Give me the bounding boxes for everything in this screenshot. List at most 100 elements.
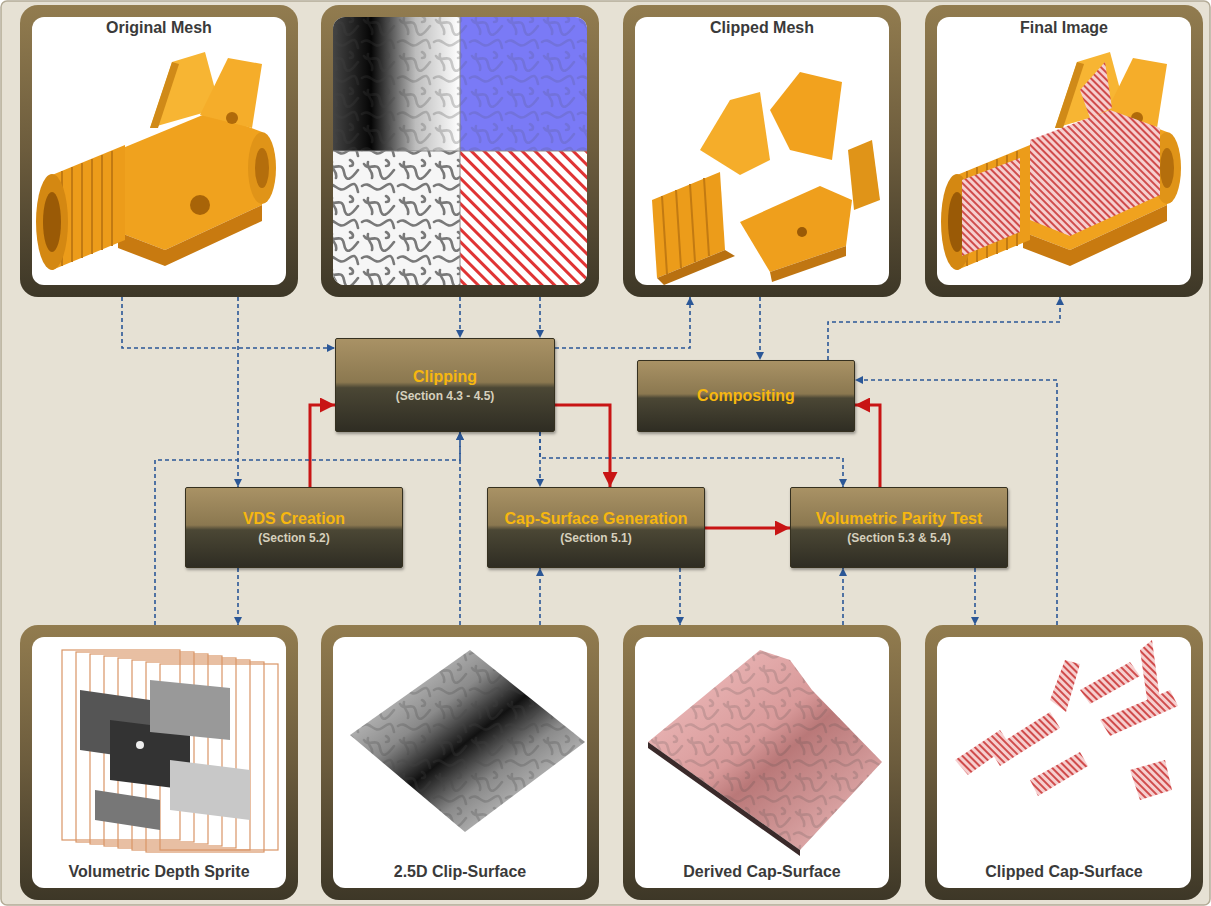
- depth-sprite-illustration: [170, 760, 250, 820]
- final-image-illustration: [941, 52, 1181, 270]
- process-title: Clipping: [413, 368, 477, 386]
- process-title: Cap-Surface Generation: [504, 510, 687, 528]
- section-reference: (Section 4.3 - 4.5): [396, 389, 495, 403]
- section-reference: (Section 5.2): [258, 531, 329, 545]
- mesh-illustration: [255, 148, 269, 188]
- data-flow-arrow: [539, 568, 541, 625]
- texture-maps: [333, 151, 460, 285]
- final-image-illustration: [941, 52, 1181, 270]
- clipped-mesh-illustration: [657, 250, 735, 285]
- data-flow-arrow: [555, 297, 690, 348]
- depth-sprite-illustration: [95, 790, 160, 830]
- panel-frame: [333, 17, 587, 285]
- depth-sprite-illustration: [136, 741, 144, 749]
- clipped-cap-illustration: [1140, 640, 1160, 706]
- process-flow-arrow: [310, 405, 335, 487]
- data-flow-arrow: [759, 297, 761, 360]
- image-panel: Original Mesh: [20, 5, 298, 297]
- texture-maps: [333, 151, 460, 285]
- panel-frame: [321, 5, 599, 297]
- data-flow-arrow: [828, 297, 1060, 360]
- clipped-cap-illustration: [990, 712, 1060, 766]
- mesh-illustration: [226, 112, 238, 124]
- final-image-illustration: [962, 158, 1020, 256]
- section-reference: (Section 5.1): [560, 531, 631, 545]
- panel-frame: [925, 5, 1203, 297]
- panel-title: Original Mesh: [106, 19, 212, 37]
- clipped-cap-illustration: [1080, 662, 1140, 704]
- process-title: Compositing: [697, 387, 795, 405]
- clipped-cap-illustration: [955, 640, 1178, 800]
- process-box: Compositing: [637, 360, 855, 432]
- data-flow-arrow: [237, 568, 239, 625]
- panel-frame: [623, 5, 901, 297]
- clipped-mesh-illustration: [848, 140, 880, 210]
- panel-title: 2.5D Clip-Surface: [394, 863, 526, 881]
- depth-sprite-illustration: [62, 650, 278, 852]
- mesh-illustration: [62, 151, 112, 266]
- process-flow-arrow: [855, 405, 880, 487]
- panel-title: Volumetric Depth Sprite: [68, 863, 249, 881]
- clipped-mesh-illustration: [770, 72, 842, 160]
- final-image-illustration: [1080, 62, 1112, 118]
- data-flow-arrow: [540, 432, 843, 487]
- panel-frame: [20, 5, 298, 297]
- clipped-cap-illustration: [1100, 690, 1178, 736]
- texture-maps: [333, 17, 460, 151]
- data-flow-arrow: [842, 568, 844, 625]
- clipped-mesh-illustration: [700, 92, 770, 175]
- depth-sprite-illustration: [150, 680, 230, 740]
- panel-title: Derived Cap-Surface: [683, 863, 840, 881]
- texture-maps: [333, 17, 587, 285]
- mesh-illustration: [36, 52, 276, 270]
- clip-surface-illustration: [350, 650, 585, 832]
- clip-surface-illustration: [350, 650, 585, 832]
- mesh-illustration: [200, 58, 262, 128]
- cap-surface-illustration: [648, 742, 800, 856]
- texture-maps: [460, 17, 587, 151]
- cap-surface-illustration: [648, 650, 882, 850]
- image-panel: Final Image: [925, 5, 1203, 297]
- data-flow-arrow: [679, 568, 681, 625]
- panel-frame: [321, 625, 599, 900]
- panel-frame: [623, 5, 901, 297]
- mesh-illustration: [36, 174, 68, 270]
- process-title: Volumetric Parity Test: [816, 510, 983, 528]
- panel-frame: [321, 5, 599, 297]
- cap-surface-illustration: [648, 650, 882, 850]
- panel-frame: [20, 5, 298, 297]
- panel-title: Clipped Cap-Surface: [985, 863, 1142, 881]
- image-panel: Derived Cap-Surface: [623, 625, 901, 900]
- clipped-cap-illustration: [1130, 760, 1172, 800]
- clipped-cap-illustration: [1050, 660, 1080, 712]
- data-flow-arrow: [122, 297, 335, 348]
- texture-maps: [460, 151, 587, 285]
- process-flow-arrow: [555, 405, 610, 487]
- panel-frame: [635, 17, 889, 285]
- panel-frame: [32, 17, 286, 285]
- cap-surface-illustration: [648, 650, 882, 856]
- clipped-cap-illustration: [1030, 752, 1088, 796]
- clip-surface-illustration: [350, 650, 585, 832]
- panel-frame: [925, 625, 1203, 900]
- panel-title: Clipped Mesh: [710, 19, 814, 37]
- final-image-illustration: [1030, 110, 1160, 236]
- panel-frame: [635, 637, 889, 888]
- texture-maps: [333, 17, 587, 285]
- texture-input-arrows: [539, 297, 541, 338]
- clipped-mesh-illustration: [652, 72, 880, 285]
- panel-frame: [925, 625, 1203, 900]
- mesh-illustration: [43, 192, 61, 252]
- panel-frame: [937, 637, 1191, 888]
- panel-frame: [20, 625, 298, 900]
- process-box: Cap-Surface Generation (Section 5.1): [487, 487, 705, 568]
- panel-frame: [925, 5, 1203, 297]
- panel-frame: [20, 625, 298, 900]
- texture-maps: [333, 17, 460, 151]
- image-panel: Clipped Mesh: [623, 5, 901, 297]
- mesh-illustration: [118, 205, 262, 266]
- panel-frame: [623, 625, 901, 900]
- panel-title: Final Image: [1020, 19, 1108, 37]
